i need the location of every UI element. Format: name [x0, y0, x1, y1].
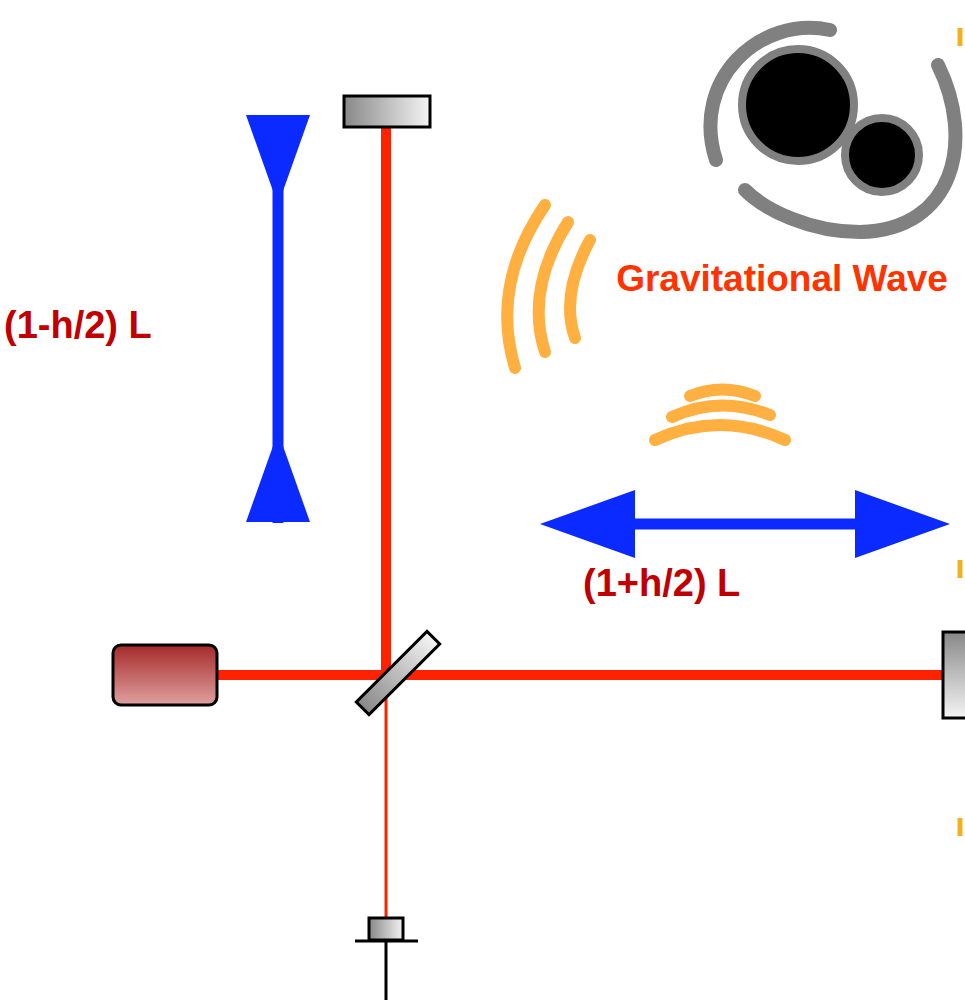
beam-splitter — [356, 631, 439, 714]
arm-length-label: (1-h/2) L — [4, 302, 152, 350]
laser-beams — [216, 125, 945, 920]
black-hole-binary — [710, 28, 955, 232]
length-arrow — [246, 115, 310, 523]
end-mirror — [344, 96, 430, 127]
length-arrow — [540, 490, 950, 558]
end-mirror — [943, 632, 965, 718]
photodetector — [355, 918, 418, 1000]
wave-label: Gravitational Wave — [612, 256, 952, 302]
wave-arcs — [507, 205, 785, 440]
arm-length-label: (1+h/2) L — [583, 560, 740, 608]
laser-source — [113, 645, 217, 705]
